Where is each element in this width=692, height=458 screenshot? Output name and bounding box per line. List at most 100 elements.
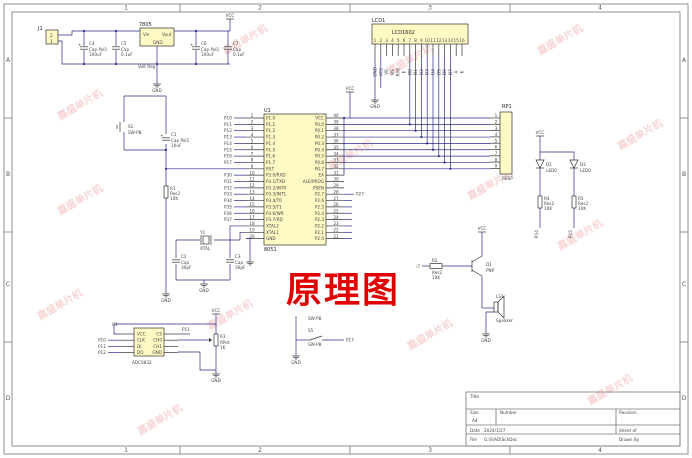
led-value: LED0 xyxy=(546,168,557,173)
mcu-pin-name: P1.0 xyxy=(266,116,276,121)
lcd-pin-number: 8 xyxy=(414,38,417,43)
resistor-pack-rp1 xyxy=(499,111,513,175)
mcu-pin-name: P3.7/RD xyxy=(266,217,283,222)
schematic-banner: 原理图 xyxy=(270,258,416,316)
ls1-ref: LS1 xyxy=(496,294,504,299)
adc-pin-name: CH1 xyxy=(153,344,162,349)
capacitor-ref: C5 xyxy=(121,41,127,46)
lcd-pin-number: 4 xyxy=(391,38,394,43)
power-line xyxy=(58,30,140,36)
watermark-text: 嘉盛单片机 xyxy=(554,216,605,253)
mcu-pin-name: VCC xyxy=(315,116,324,121)
switch-contact xyxy=(309,335,323,341)
frame-row-label-right: C xyxy=(682,281,686,288)
key-ref: S5 xyxy=(308,328,314,333)
y1-ref: Y1 xyxy=(199,230,206,235)
watermark-text: 嘉盛单片机 xyxy=(404,316,455,353)
potentiometer-body xyxy=(213,333,219,347)
led-diode xyxy=(569,159,579,169)
junction-dot xyxy=(449,167,452,170)
mcu-pin-number: 40 xyxy=(333,113,339,118)
mcu-pin-name: P1.2 xyxy=(266,128,276,133)
regulator-gnd: GND xyxy=(153,40,163,45)
mcu-pin-name: P1.7 xyxy=(266,160,276,165)
adc-pin-name: CH0 xyxy=(153,338,162,343)
led-value: LED0 xyxy=(580,168,591,173)
adc0832 xyxy=(133,327,165,357)
mcu-pin-number: 6 xyxy=(251,145,254,150)
capacitor-ref: C4 xyxy=(89,41,95,46)
mcu-pin-number: 36 xyxy=(333,139,339,144)
rp1-name: RESP xyxy=(502,176,513,181)
mcu-net-label: P17 xyxy=(224,160,232,165)
capacitor-ref: C6 xyxy=(201,41,207,46)
resistor-ref: R1 xyxy=(170,186,176,191)
vcc-label: VCC xyxy=(346,86,355,91)
mcu-pin-name: P1.6 xyxy=(266,154,276,159)
mcu-pin-number: 28 xyxy=(333,189,339,194)
mcu-pin-number: 30 xyxy=(333,177,339,182)
adc-net-label: P11 xyxy=(98,344,106,349)
ls1-value: Speaker xyxy=(496,318,513,323)
capacitor-polarity: + xyxy=(190,42,194,47)
vcc-label: VCC xyxy=(212,308,221,313)
rp1-pin-number: 5 xyxy=(495,138,498,143)
ground-label: GND xyxy=(211,378,221,383)
mcu-pin-number: 37 xyxy=(333,132,339,137)
mcu-pin-number: 2 xyxy=(251,120,254,125)
mcu-pin-number: 21 xyxy=(333,234,339,239)
mcu-pin-number: 7 xyxy=(251,151,254,156)
mcu-pin-name: P0.6 xyxy=(315,160,325,165)
mcu-net-label: P35 xyxy=(224,204,232,209)
mcu-pin-name: P1.3 xyxy=(266,135,276,140)
lcd-pin-number: 2 xyxy=(379,38,382,43)
led-net-label: P14 xyxy=(534,230,539,238)
title-block-date-label: Date xyxy=(470,428,480,433)
title-block-revision-label: Revision xyxy=(619,410,637,415)
vcc-label: VCC xyxy=(226,13,235,18)
mcu-pin-name: P3.5/T1 xyxy=(266,204,282,209)
junction-dot xyxy=(155,62,159,66)
mcu-pin-number: 29 xyxy=(333,183,339,188)
title-block xyxy=(465,391,681,447)
mcu-pin-number: 26 xyxy=(333,202,339,207)
frame-row-label-left: D xyxy=(6,395,11,402)
mcu-pin-number: 4 xyxy=(251,132,254,137)
mcu-pin-number: 13 xyxy=(249,189,255,194)
mcu-pin-name: P2.6 xyxy=(315,198,325,203)
adc-pin-name: VCC xyxy=(137,332,146,337)
mcu-net-label: P11 xyxy=(224,122,232,127)
mcu-pin-number: 25 xyxy=(333,208,339,213)
junction-dot xyxy=(164,148,168,152)
mcu-pin-name: P3.6/WR xyxy=(266,211,284,216)
mcu-pin-number: 16 xyxy=(249,208,255,213)
mcu-net-label: P30 xyxy=(224,173,232,178)
mcu-pin-number: 9 xyxy=(251,164,254,169)
led-diode xyxy=(535,159,545,169)
mcu-pin-number: 39 xyxy=(333,120,339,125)
watermark-text: 嘉盛单片机 xyxy=(324,136,375,173)
frame-col-label-top: 2 xyxy=(258,5,262,12)
speaker-body xyxy=(493,301,499,313)
lcd-pin-name: K xyxy=(460,70,465,73)
mcu-net-label: P36 xyxy=(224,211,232,216)
lcd-pin-name: R/W xyxy=(396,68,401,76)
transistor-collector xyxy=(471,269,483,277)
mcu-pin-name: P2.2 xyxy=(315,223,325,228)
mcu-pin-name: P3.4/T0 xyxy=(266,198,282,203)
watermark-text: 嘉盛单片机 xyxy=(584,371,635,408)
mcu-pin-name: P3.0/RXD xyxy=(266,173,286,178)
mcu-pin-name: P1.1 xyxy=(266,122,276,127)
mcu-pin-number: 15 xyxy=(249,202,255,207)
mcu-pin-name: PSEN xyxy=(313,185,324,190)
key-net-label: P17 xyxy=(346,338,354,343)
junction-dot xyxy=(82,29,86,33)
mcu-pin-number: 18 xyxy=(249,221,255,226)
rp1-pin-number: 2 xyxy=(495,120,498,125)
frame-row-label-right: D xyxy=(682,395,687,402)
